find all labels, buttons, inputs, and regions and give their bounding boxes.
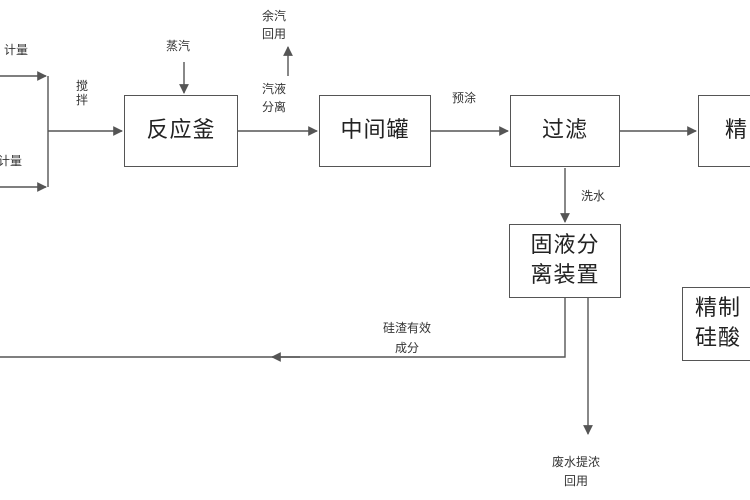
refined-product-label: 精制 硅酸 — [695, 296, 742, 351]
meter-bottom-label: 计量 — [0, 154, 22, 168]
separator-to-return-line — [0, 298, 566, 358]
meter-top-label: 计量 — [3, 43, 28, 57]
wastewater-reuse-label: 废水提浓 回用 — [552, 455, 601, 488]
wash-water-label: 洗水 — [581, 189, 606, 203]
refine-label: 精 — [725, 118, 749, 144]
reactor-label: 反应釜 — [146, 118, 216, 144]
refined-product-box: 精制 硅酸 — [682, 287, 750, 361]
intermediate-tank-label: 中间罐 — [340, 118, 410, 144]
silica-residue-label: 硅渣有效 成分 — [383, 321, 432, 355]
steam-label: 蒸汽 — [166, 39, 191, 53]
steam-liquid-separation-label: 汽液 分离 — [262, 82, 287, 114]
intermediate-tank-box: 中间罐 — [319, 95, 431, 167]
residual-steam-label: 余汽 回用 — [262, 9, 287, 41]
solid-liquid-separator-box: 固液分离装置 — [509, 224, 621, 298]
filter-label: 过滤 — [541, 118, 588, 144]
precoat-label: 预涂 — [452, 91, 477, 105]
reactor-box: 反应釜 — [124, 95, 238, 167]
filter-box: 过滤 — [510, 95, 620, 167]
stir-label: 搅拌 — [76, 79, 89, 107]
refine-box: 精 — [698, 95, 750, 167]
separator-label: 固液分离装置 — [530, 233, 600, 288]
